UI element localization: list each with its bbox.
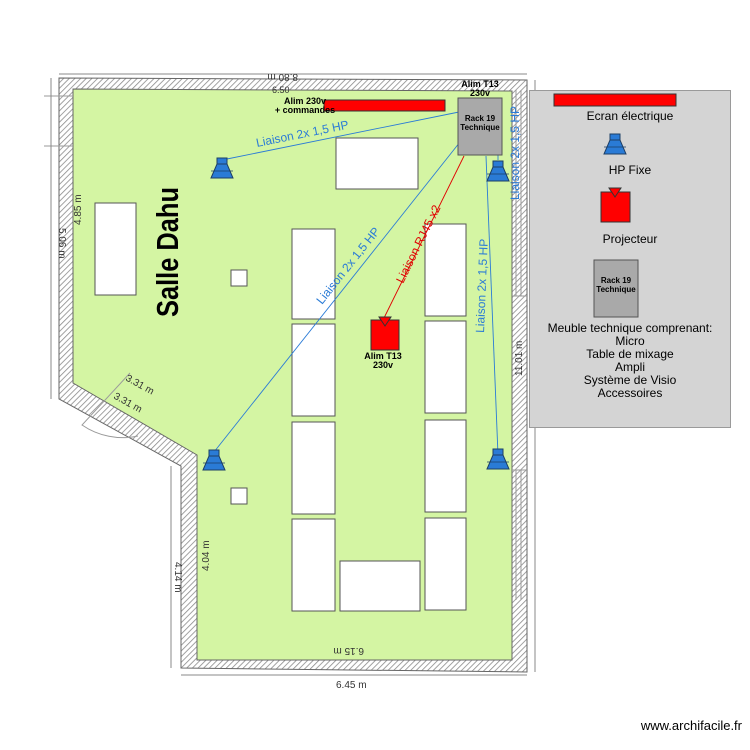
legend-panel xyxy=(529,90,731,428)
rj45-cable xyxy=(383,155,465,319)
label-alim-commands: Alim 230v + commandes xyxy=(274,96,336,115)
cables xyxy=(213,111,499,456)
legend-speaker-label: HP Fixe xyxy=(608,163,652,177)
label-hp-right-vertical: Liaison 2x 1,5 HP xyxy=(508,106,522,200)
table-right-1 xyxy=(424,223,467,317)
legend-desc-line: Micro xyxy=(615,334,645,348)
label-hp-right: Liaison 2x 1,5 HP xyxy=(473,239,491,334)
table-left-3 xyxy=(291,421,336,515)
legend-rack-label: Rack 19 Technique xyxy=(596,276,636,294)
legend-desc-line: Accessoires xyxy=(597,386,663,400)
legend-desc-line: Ampli xyxy=(614,360,645,374)
dim-right: 11.01 m xyxy=(514,341,525,376)
table-right-3 xyxy=(424,419,467,513)
hp-cable-right xyxy=(485,155,499,456)
dim-left-inner: 4.85 m xyxy=(73,194,84,225)
tables xyxy=(94,137,467,612)
table-right-2 xyxy=(424,320,467,414)
door-openings xyxy=(44,90,527,600)
hp-cable-top xyxy=(221,111,460,161)
dim-bottom-outer: 6.45 m xyxy=(336,680,367,691)
dim-top-small: 6.50 xyxy=(272,85,290,95)
legend-desc-line: Table de mixage xyxy=(586,347,674,361)
room-title: Salle Dahu xyxy=(150,187,185,317)
dim-top: 8.80 m xyxy=(267,71,298,82)
table-right-4 xyxy=(424,517,467,611)
pillar-lower xyxy=(230,487,248,505)
legend-desc-line: Meuble technique comprenant: xyxy=(547,321,713,335)
dim-left-lower-inner: 4.04 m xyxy=(201,540,212,571)
label-rack: Rack 19 Technique xyxy=(460,114,500,132)
dim-bottom-inner: 6.15 m xyxy=(333,645,364,656)
table-left-1 xyxy=(291,228,336,320)
legend-desc-line: Système de Visio xyxy=(583,373,677,387)
label-alim-t13-mid: Alim T13 230v xyxy=(364,351,402,370)
table-bottom xyxy=(339,560,421,612)
dim-left-lower-outer: 4.14 m xyxy=(172,562,183,593)
legend-description: Meuble technique comprenant: Micro Table… xyxy=(529,322,731,400)
rack-19 xyxy=(457,97,503,156)
electric-screen xyxy=(323,99,446,112)
legend-screen-label: Ecran électrique xyxy=(586,109,674,123)
pillar-upper xyxy=(230,269,248,287)
table-left-2 xyxy=(291,323,336,417)
legend-projector-label: Projecteur xyxy=(602,232,658,246)
hp-cable-left xyxy=(213,141,461,453)
table-top xyxy=(335,137,419,190)
label-alim-t13-top: Alim T13 230v xyxy=(461,79,499,98)
dim-left-outer: 5.06 m xyxy=(56,228,67,259)
table-left xyxy=(94,202,137,296)
watermark[interactable]: www.archifacile.fr xyxy=(640,718,742,733)
projector xyxy=(370,316,400,351)
table-left-4 xyxy=(291,518,336,612)
